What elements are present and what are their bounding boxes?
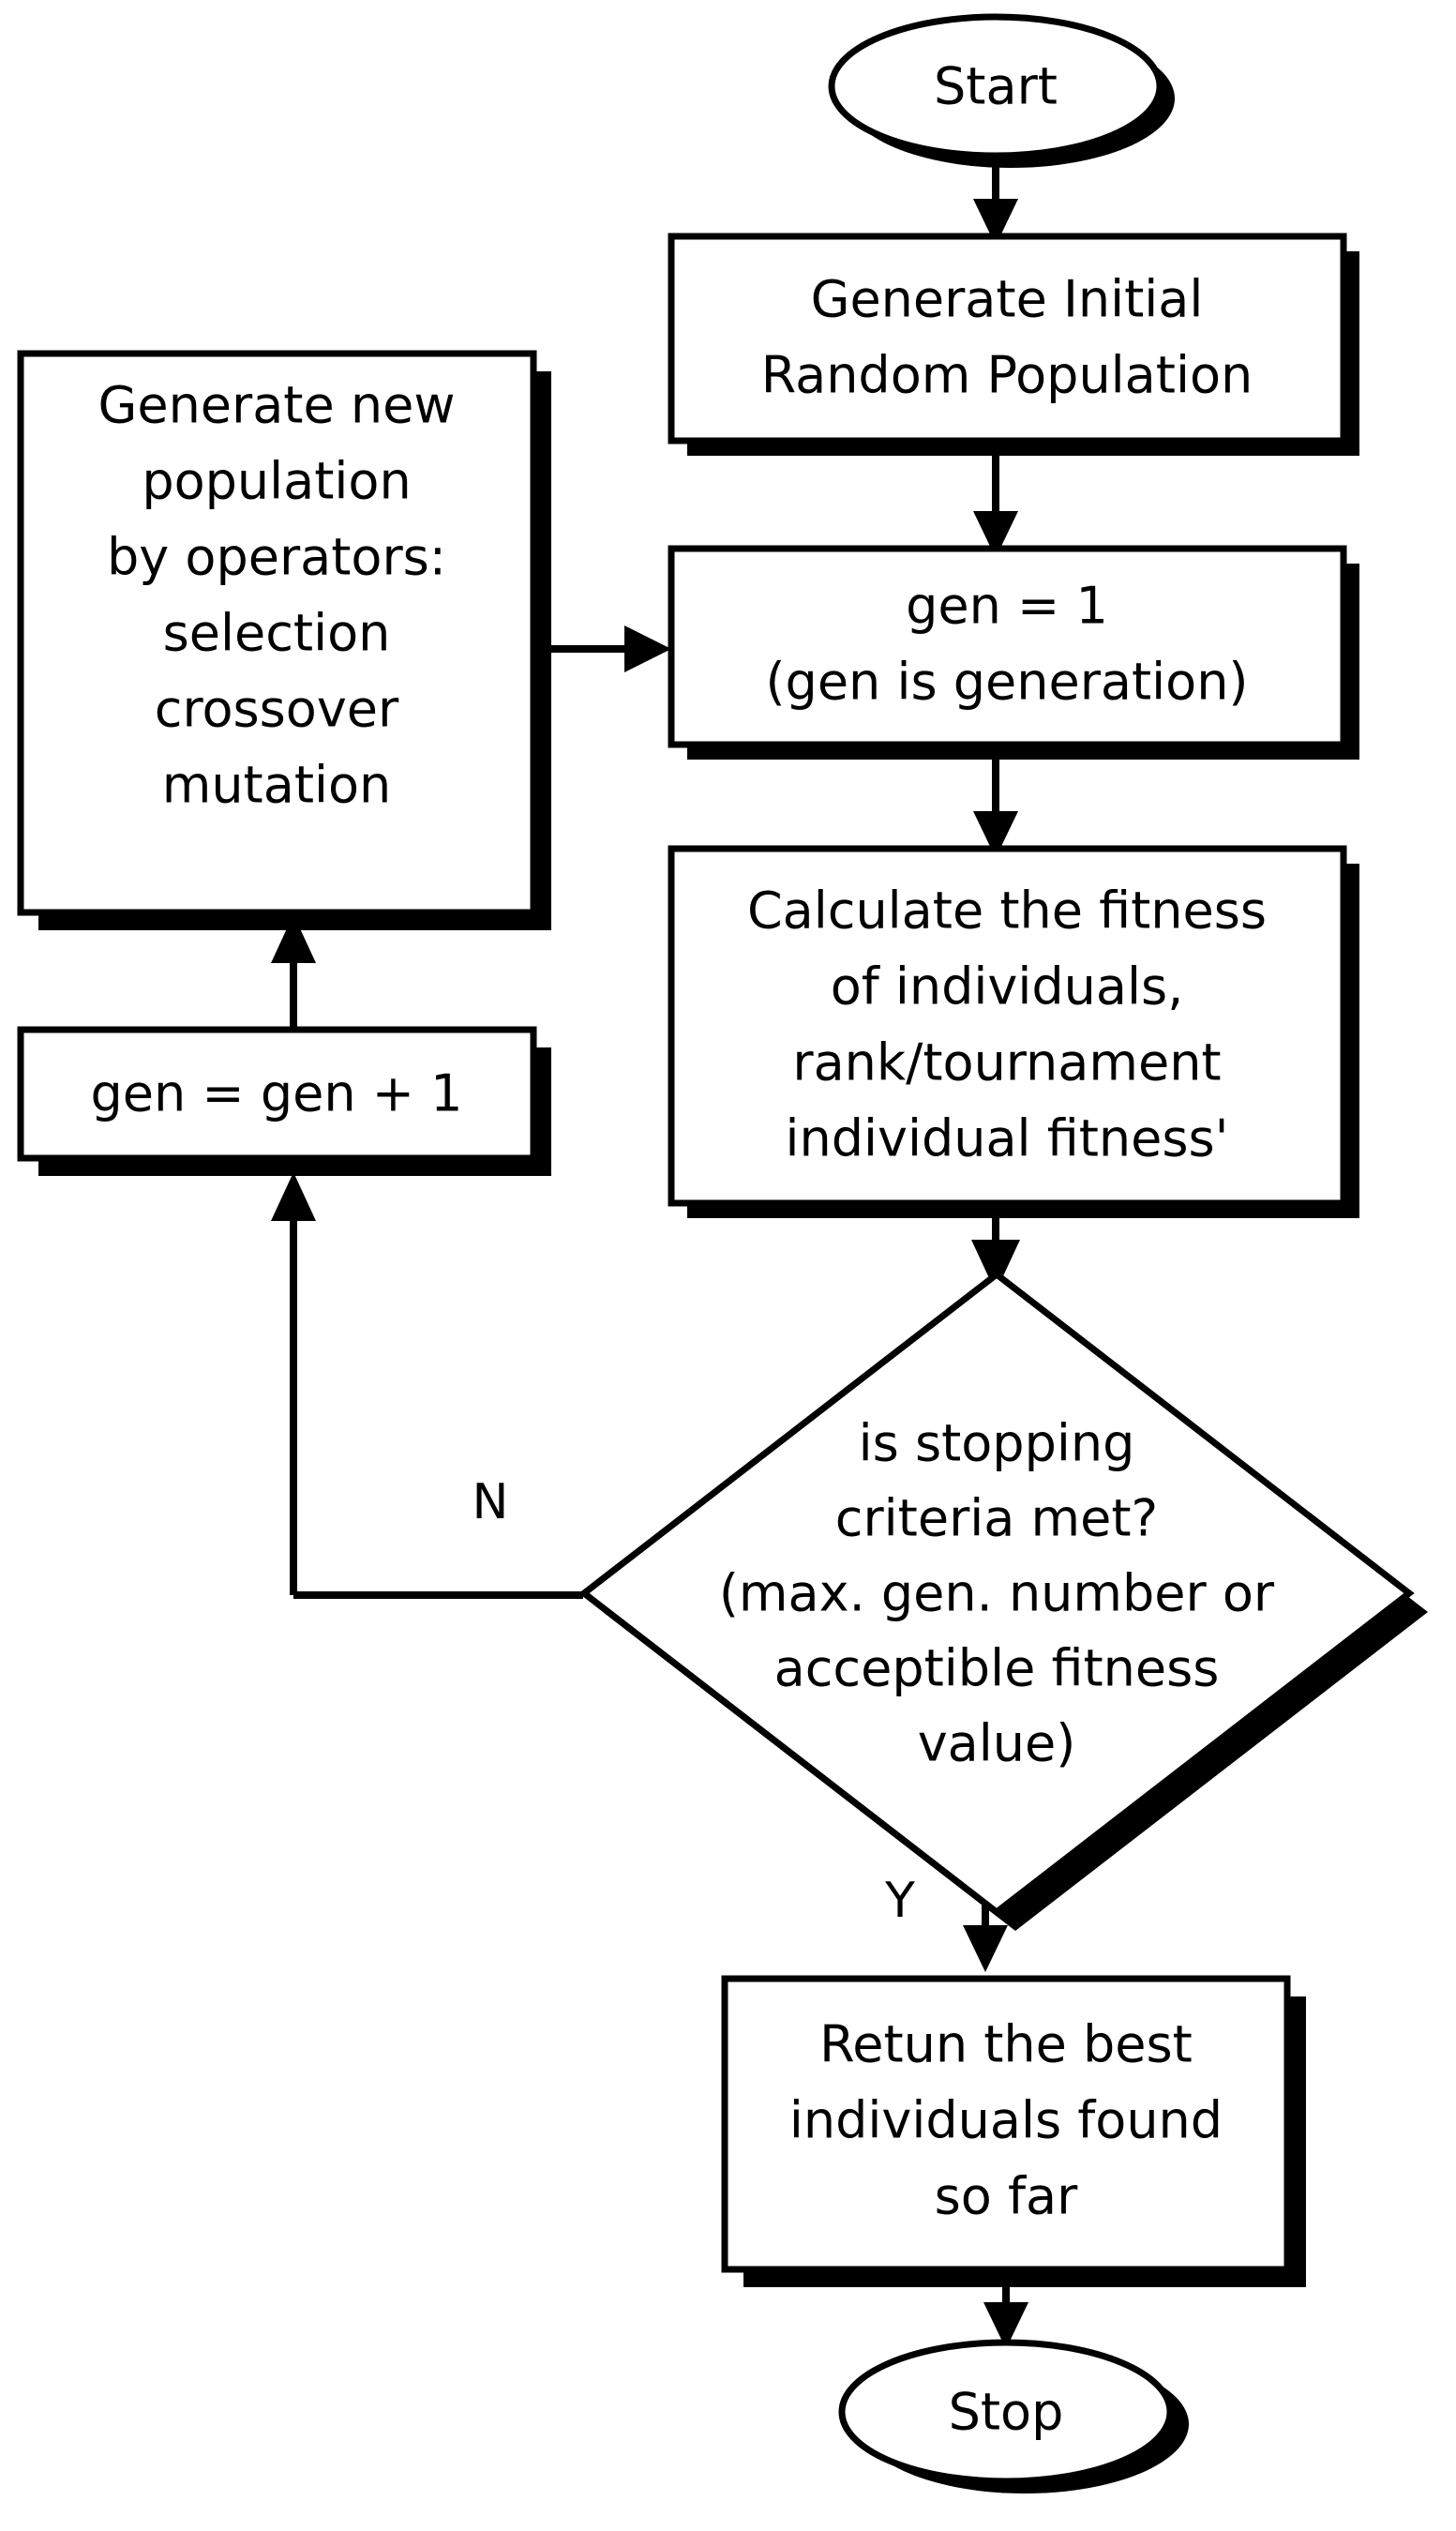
node-generate-new-population[interactable]: Generate new population by operators: se… (17, 350, 537, 916)
edge-label-yes: Y (884, 1873, 915, 1929)
stopping-criteria-line-3: (max. gen. number or (719, 1564, 1275, 1623)
gen-increment-rect[interactable] (17, 1026, 537, 1162)
stop-node-label: Stop (949, 2383, 1064, 2442)
generate-new-population-line-6: mutation (162, 756, 392, 815)
edge-generate-initial-to-gen-init (973, 451, 1018, 558)
edge-start-to-generate-initial (973, 148, 1018, 246)
edge-label-no: N (473, 1474, 509, 1530)
edge-stopping-criteria-no-to-gen-increment (271, 1172, 583, 1599)
generate-new-population-line-1: Generate new (98, 376, 456, 435)
edge-calculate-fitness-to-stopping-criteria (971, 1211, 1020, 1292)
generate-initial-line-1: Generate Initial (811, 270, 1204, 329)
gen-increment-line-1: gen = gen + 1 (91, 1064, 463, 1123)
generate-new-population-line-5: crossover (155, 680, 399, 739)
stopping-criteria-line-4: acceptible fitness (774, 1639, 1220, 1698)
generate-new-population-rect[interactable] (17, 350, 537, 916)
stopping-criteria-diamond[interactable] (578, 1270, 1415, 1917)
start-node-ellipse[interactable] (828, 13, 1163, 159)
node-stopping-criteria[interactable]: is stopping criteria met? (max. gen. num… (578, 1270, 1415, 1917)
node-generate-initial[interactable]: Generate Initial Random Population (668, 233, 1347, 444)
stopping-criteria-line-5: value) (918, 1714, 1076, 1773)
generate-initial-line-2: Random Population (761, 346, 1253, 405)
stop-node-ellipse[interactable] (838, 2339, 1174, 2485)
return-best-line-1: Retun the best (819, 2015, 1193, 2074)
node-start[interactable]: Start (828, 13, 1163, 159)
generate-initial-rect[interactable] (668, 233, 1347, 444)
node-gen-increment[interactable]: gen = gen + 1 (17, 1026, 537, 1162)
generate-new-population-line-3: by operators: (107, 528, 446, 587)
calculate-fitness-line-2: of individuals, (831, 957, 1184, 1017)
calculate-fitness-line-1: Calculate the fitness (747, 881, 1267, 941)
return-best-line-3: so far (935, 2167, 1078, 2226)
node-gen-init[interactable]: gen = 1 (gen is generation) (668, 545, 1347, 748)
return-best-rect[interactable] (721, 1975, 1291, 2273)
calculate-fitness-line-4: individual fitness' (786, 1109, 1229, 1168)
stopping-criteria-line-2: criteria met? (835, 1489, 1158, 1548)
edge-generate-new-population-to-gen-init (551, 625, 671, 672)
calculate-fitness-line-3: rank/tournament (792, 1033, 1221, 1092)
node-calculate-fitness[interactable]: Calculate the fitness of individuals, ra… (668, 845, 1347, 1207)
gen-init-line-1: gen = 1 (906, 577, 1108, 636)
gen-init-line-2: (gen is generation) (765, 653, 1248, 712)
calculate-fitness-rect[interactable] (668, 845, 1347, 1207)
gen-init-rect[interactable] (668, 545, 1347, 748)
return-best-line-2: individuals found (789, 2091, 1223, 2150)
edge-gen-init-to-calculate-fitness (973, 751, 1018, 858)
node-return-best[interactable]: Retun the best individuals found so far (721, 1975, 1291, 2273)
start-node-label: Start (934, 57, 1058, 116)
node-stop[interactable]: Stop (838, 2339, 1174, 2485)
generate-new-population-line-4: selection (163, 604, 391, 663)
stopping-criteria-line-1: is stopping (859, 1414, 1135, 1473)
generate-new-population-line-2: population (142, 452, 411, 511)
